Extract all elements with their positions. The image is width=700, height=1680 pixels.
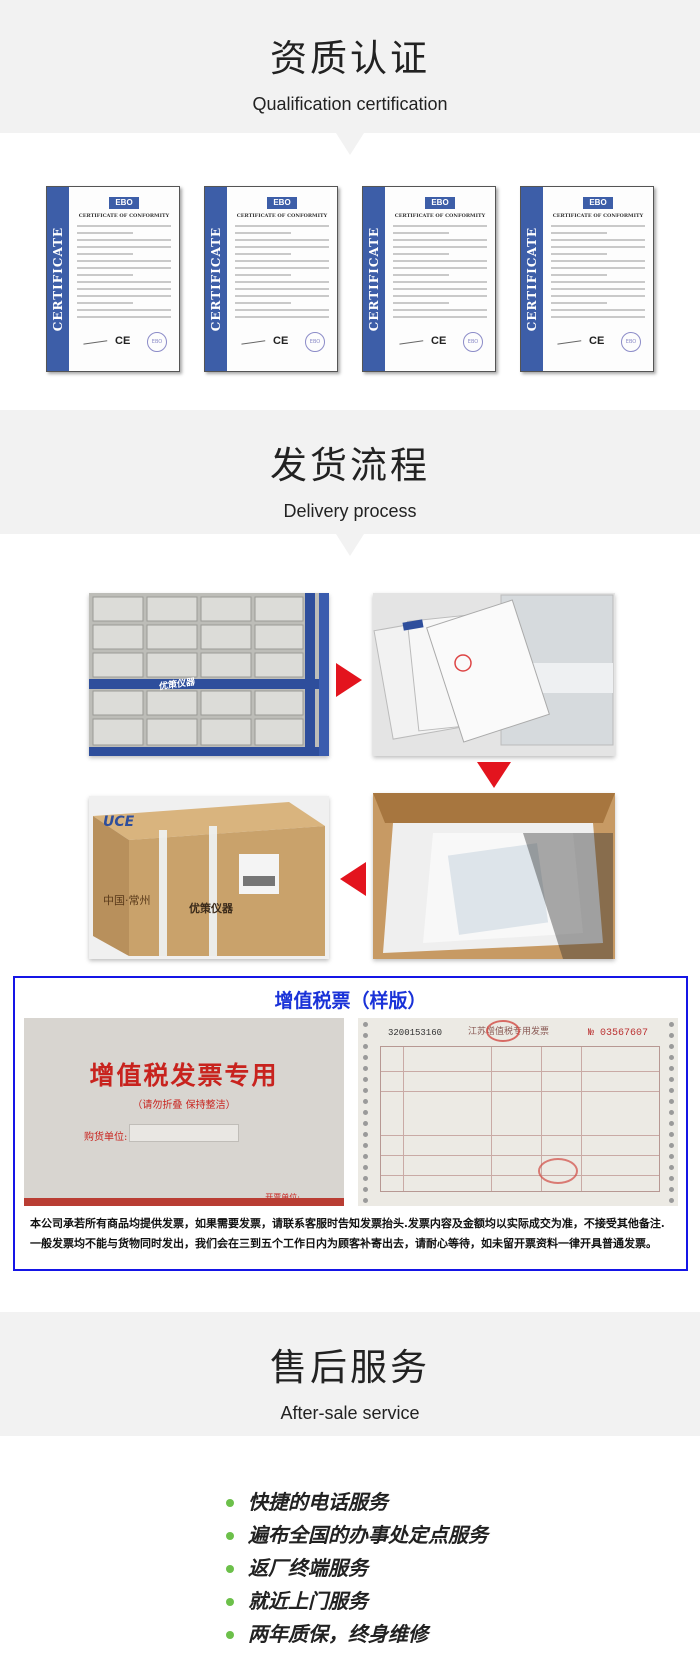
service-label: 两年质保，终身维修 <box>248 1622 428 1646</box>
box-slogan-text: 优策仪器 <box>189 902 233 915</box>
section-header-delivery: 发货流程 Delivery process <box>0 410 700 534</box>
section-title-zh: 售后服务 <box>270 1346 430 1389</box>
certificate-text-lines <box>235 225 329 323</box>
section-title-zh: 发货流程 <box>270 444 430 487</box>
certificate-text-lines <box>551 225 645 323</box>
invoice-code: 3200153160 <box>388 1028 443 1038</box>
certificate-card[interactable]: CERTIFICATE EBO CERTIFICATE OF CONFORMIT… <box>46 186 180 372</box>
certificate-stamp: EBO <box>305 332 325 352</box>
envelope-stripe <box>24 1198 344 1206</box>
invoice-note: 本公司承若所有商品均提供发票，如果需要发票，请联系客服时告知发票抬头.发票内容及… <box>30 1217 665 1250</box>
service-label: 返厂终端服务 <box>248 1556 368 1580</box>
invoice-number: № 03567607 <box>587 1028 648 1039</box>
section-header-aftersale: 售后服务 After-sale service <box>0 1312 700 1436</box>
certificate-title: CERTIFICATE OF CONFORMITY <box>78 213 170 219</box>
service-item: 两年质保，终身维修 <box>222 1618 488 1651</box>
box-city-text: 中国·常州 <box>103 894 151 907</box>
ce-mark: CE <box>273 335 289 347</box>
certificate-stamp: EBO <box>621 332 641 352</box>
certificate-title: CERTIFICATE OF CONFORMITY <box>236 213 328 219</box>
section-title-en: Qualification certification <box>252 94 448 114</box>
bullet-icon <box>226 1532 234 1540</box>
bullet-icon <box>226 1598 234 1606</box>
invoice-envelope-image: 增值税发票专用 （请勿折叠 保持整洁） 购货单位: 开票单位: <box>24 1018 344 1206</box>
arrow-right-icon <box>336 663 362 697</box>
ebo-logo: EBO <box>109 197 139 209</box>
buyer-label: 购货单位: <box>84 1132 128 1143</box>
arrow-down-icon <box>477 762 511 788</box>
warehouse-shelf-photo: 优策仪器 <box>89 593 329 756</box>
arrow-left-icon <box>340 862 366 896</box>
service-label: 遍布全国的办事处定点服务 <box>248 1523 488 1547</box>
signature <box>398 335 424 345</box>
box-brand-logo: UCE <box>103 814 135 830</box>
section-title-en: After-sale service <box>280 1403 420 1423</box>
tax-seal <box>486 1020 520 1042</box>
service-item: 返厂终端服务 <box>222 1552 488 1585</box>
bullet-icon <box>226 1499 234 1507</box>
certificate-title: CERTIFICATE OF CONFORMITY <box>394 213 486 219</box>
certificate-card[interactable]: CERTIFICATE EBO CERTIFICATE OF CONFORMIT… <box>204 186 338 372</box>
ebo-logo: EBO <box>583 197 613 209</box>
certificate-band: CERTIFICATE <box>205 187 227 371</box>
ebo-logo: EBO <box>425 197 455 209</box>
open-box-image <box>373 793 615 959</box>
certificate-stamp: EBO <box>147 332 167 352</box>
invoice-grid <box>380 1046 660 1192</box>
packed-box-photo: UCE 中国·常州 优策仪器 <box>89 796 329 959</box>
service-label: 就近上门服务 <box>248 1589 368 1613</box>
invoice-form-image: 3200153160 江苏增值税专用发票 № 03567607 <box>358 1018 678 1206</box>
header-notch <box>336 133 364 155</box>
issuer-label: 开票单位: <box>265 1192 300 1203</box>
buyer-box <box>129 1124 239 1142</box>
bullet-icon <box>226 1565 234 1573</box>
certificate-text-lines <box>77 225 171 323</box>
signature <box>240 335 266 345</box>
company-seal <box>538 1158 578 1184</box>
service-label: 快捷的电话服务 <box>248 1490 388 1514</box>
ebo-logo: EBO <box>267 197 297 209</box>
certificate-band: CERTIFICATE <box>47 187 69 371</box>
signature <box>82 335 108 345</box>
perforation-right <box>666 1018 676 1206</box>
service-list: 快捷的电话服务 遍布全国的办事处定点服务 返厂终端服务 就近上门服务 两年质保，… <box>222 1486 488 1651</box>
ce-mark: CE <box>431 335 447 347</box>
section-title-zh: 资质认证 <box>270 37 430 80</box>
manuals-photo <box>373 593 615 756</box>
certificate-band: CERTIFICATE <box>521 187 543 371</box>
envelope-subtitle: （请勿折叠 保持整洁） <box>132 1100 236 1111</box>
bullet-icon <box>226 1631 234 1639</box>
signature <box>556 335 582 345</box>
service-item: 快捷的电话服务 <box>222 1486 488 1519</box>
ce-mark: CE <box>115 335 131 347</box>
certificate-card[interactable]: CERTIFICATE EBO CERTIFICATE OF CONFORMIT… <box>362 186 496 372</box>
packed-box-image <box>89 796 329 959</box>
manuals-image <box>373 593 615 756</box>
service-item: 就近上门服务 <box>222 1585 488 1618</box>
perforation-left <box>360 1018 370 1206</box>
header-notch <box>336 534 364 556</box>
invoice-sample-panel: 增值税票（样版） 增值税发票专用 （请勿折叠 保持整洁） 购货单位: 开票单位:… <box>13 976 688 1271</box>
ce-mark: CE <box>589 335 605 347</box>
certificate-stamp: EBO <box>463 332 483 352</box>
warehouse-shelf-image <box>89 593 329 756</box>
section-title-en: Delivery process <box>283 501 417 521</box>
certificate-text-lines <box>393 225 487 323</box>
invoice-title: 增值税票（样版） <box>274 990 427 1012</box>
certificate-card[interactable]: CERTIFICATE EBO CERTIFICATE OF CONFORMIT… <box>520 186 654 372</box>
service-item: 遍布全国的办事处定点服务 <box>222 1519 488 1552</box>
section-header-qualification: 资质认证 Qualification certification <box>0 0 700 133</box>
open-box-photo <box>373 793 615 959</box>
certificate-band: CERTIFICATE <box>363 187 385 371</box>
certificate-title: CERTIFICATE OF CONFORMITY <box>552 213 644 219</box>
envelope-title: 增值税发票专用 <box>89 1061 279 1090</box>
